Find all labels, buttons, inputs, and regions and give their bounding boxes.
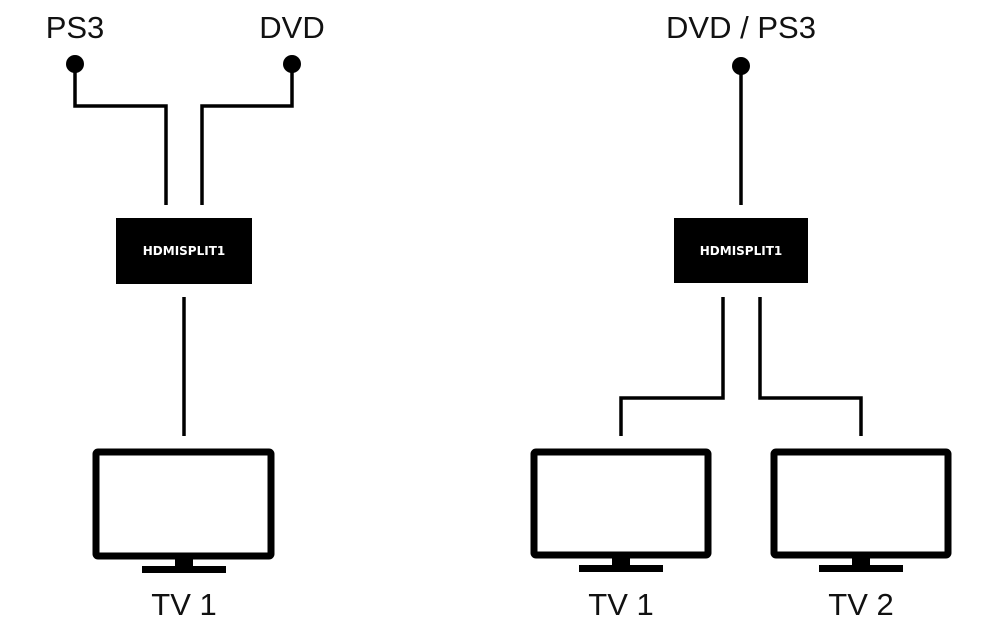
tv-icon xyxy=(530,448,712,572)
setup-left: PS3 DVD HDMISPLIT1 TV 1 xyxy=(46,10,325,622)
source-label-dvd: DVD xyxy=(259,10,324,45)
cable-ps3-to-splitter xyxy=(73,64,168,205)
splitter-box: HDMISPLIT1 xyxy=(116,218,252,284)
tv-icon xyxy=(92,448,275,573)
splitter-box: HDMISPLIT1 xyxy=(674,218,808,283)
splitter-label: HDMISPLIT1 xyxy=(700,244,783,258)
tv-label: TV 1 xyxy=(588,587,653,622)
source-label-dvd-ps3: DVD / PS3 xyxy=(666,10,816,45)
tv-label: TV 2 xyxy=(828,587,893,622)
splitter-label: HDMISPLIT1 xyxy=(143,244,226,258)
cable-splitter-to-tv2 xyxy=(758,297,863,436)
tv-label: TV 1 xyxy=(151,587,216,622)
source-label-ps3: PS3 xyxy=(46,10,105,45)
setup-right: DVD / PS3 HDMISPLIT1 TV 1 TV 2 xyxy=(530,10,952,622)
cable-dvd-to-splitter xyxy=(200,64,294,205)
tv-icon xyxy=(770,448,952,572)
cable-splitter-to-tv1 xyxy=(619,297,725,436)
